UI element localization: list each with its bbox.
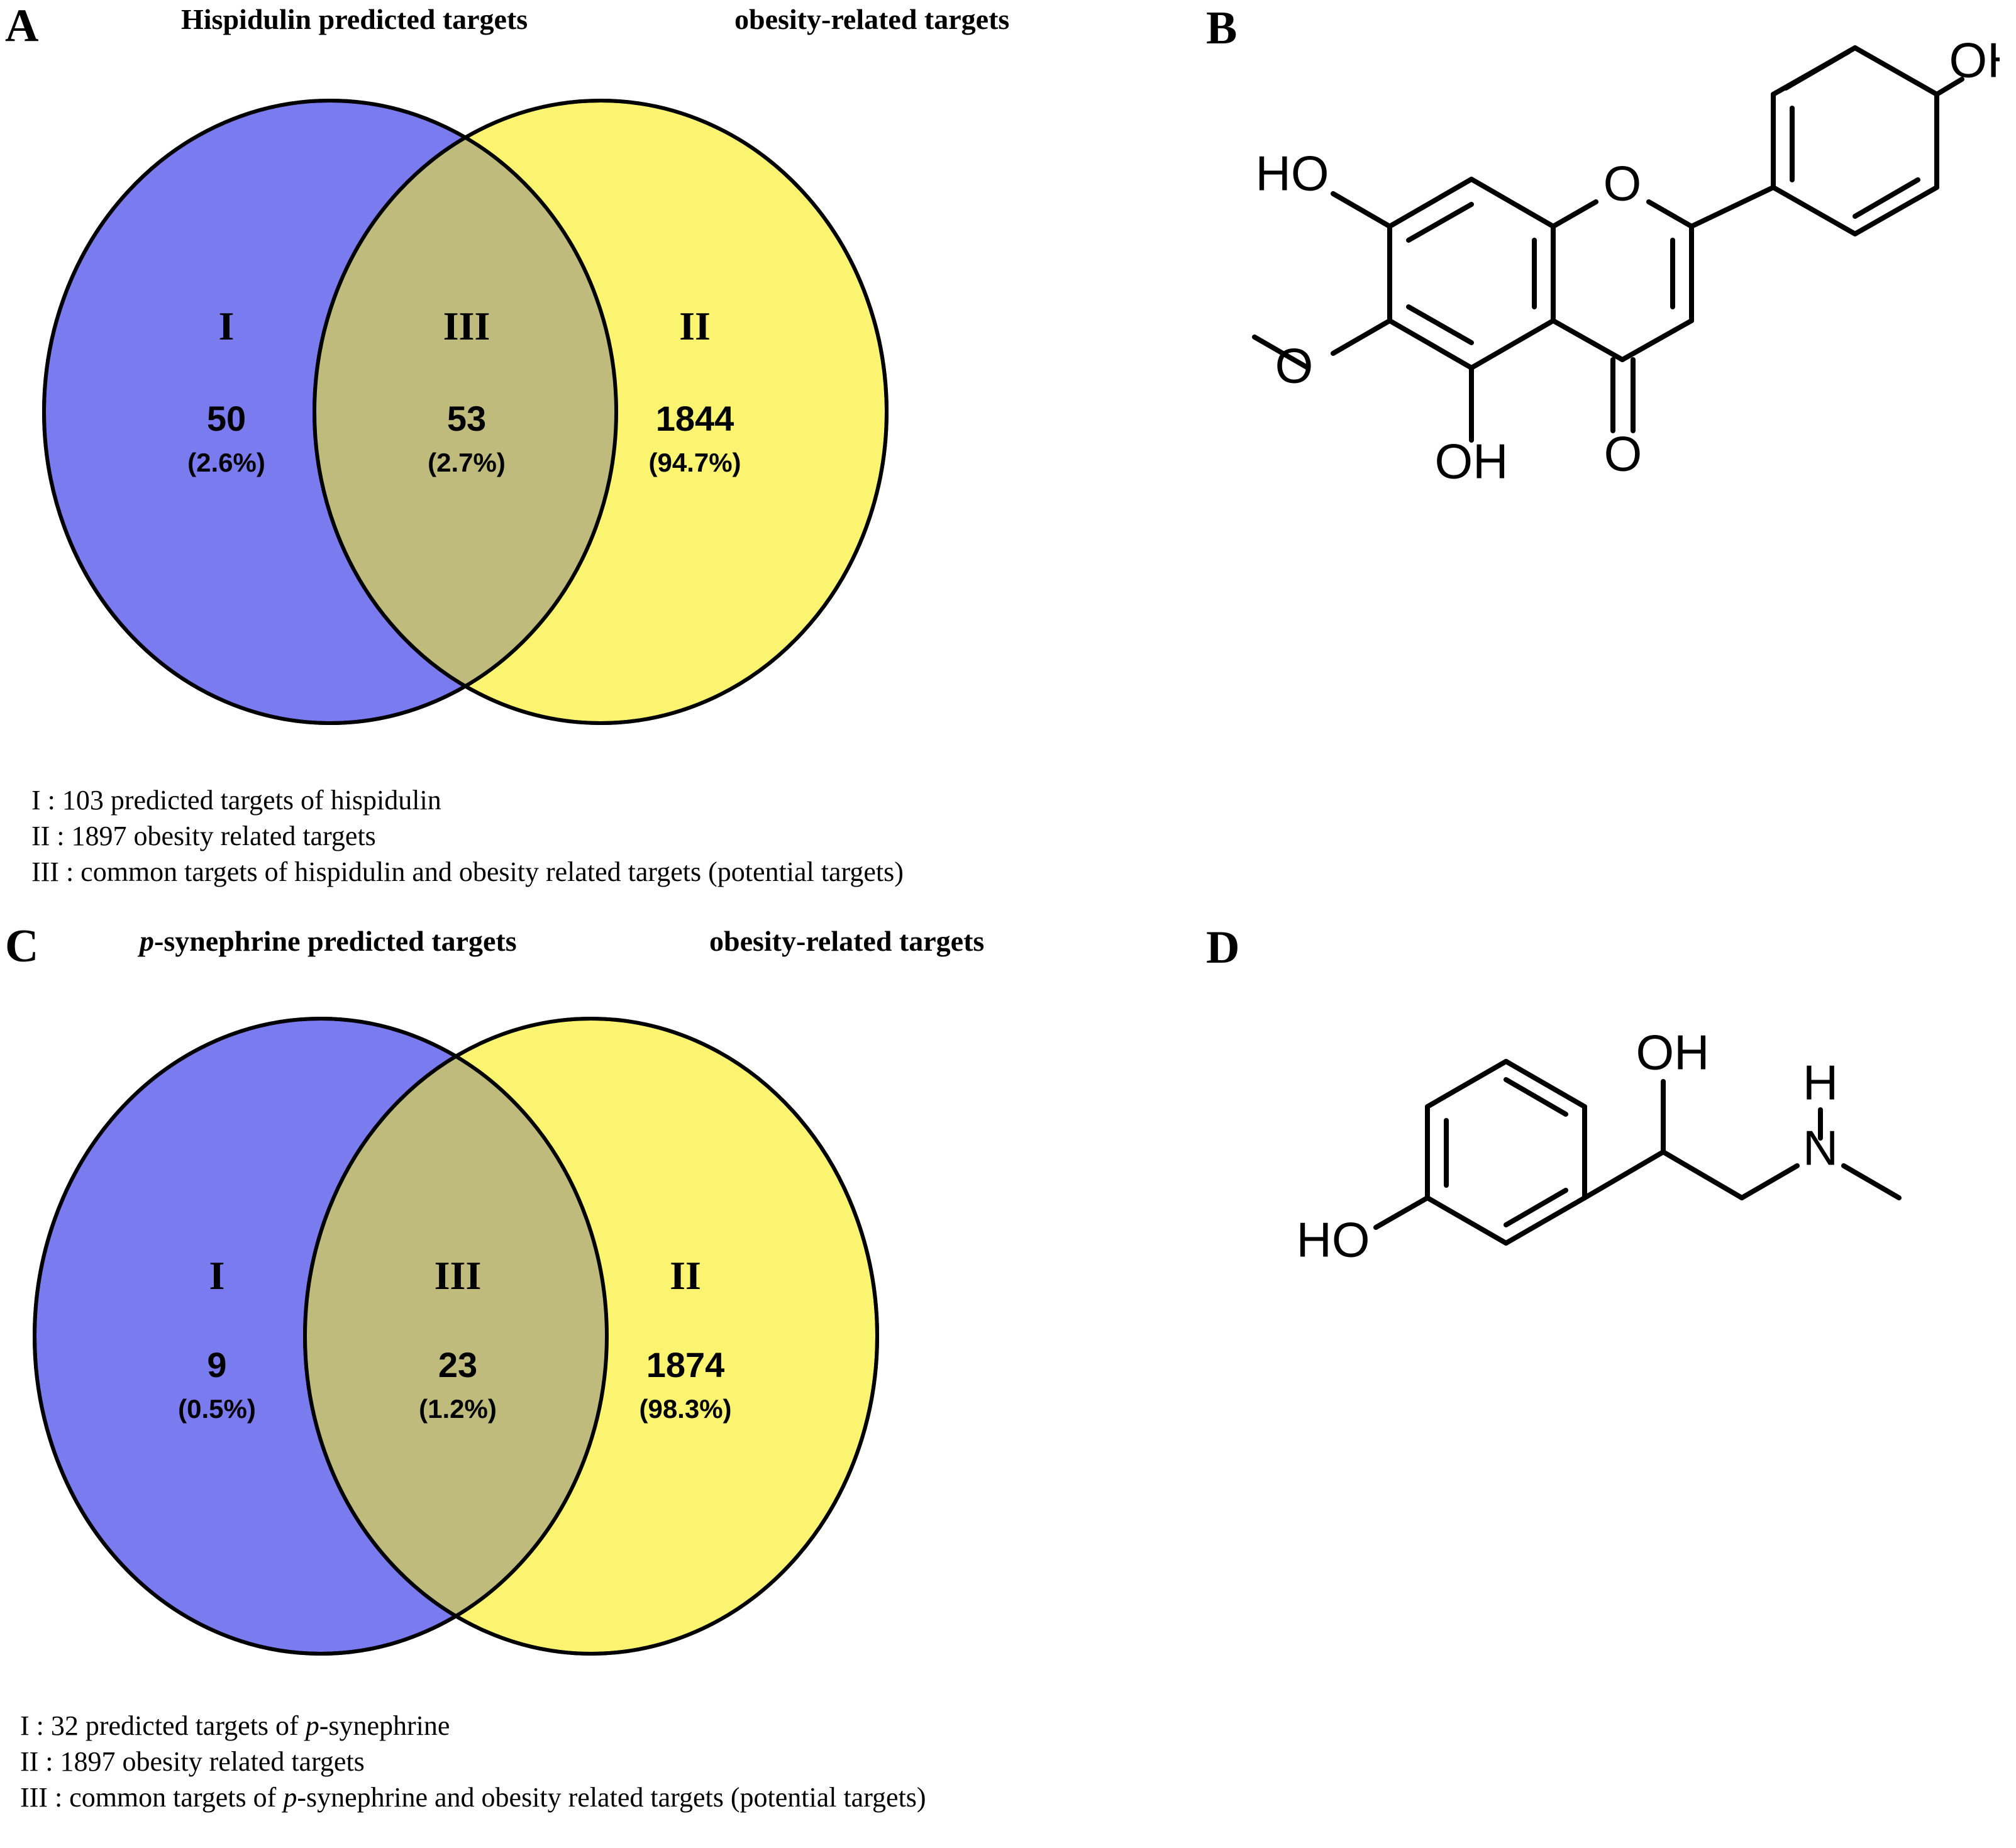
venn-c-set-ii-percent: (98.3%) [639,1394,731,1424]
venn-diagram-a: I 50 (2.6%) III 53 (2.7%) II 1844 (94.7%… [19,88,931,736]
panel-c-legend-line-1-italic: p [305,1710,319,1741]
venn-a-set-i-count: 50 [207,399,246,438]
venn-a-intersection-count: 53 [447,399,486,438]
panel-c-legend-line-2-prefix: II : 1897 obesity related targets [20,1746,365,1778]
venn-c-set-ii-roman: II [670,1253,701,1298]
venn-c-svg: I 9 (0.5%) III 23 (1.2%) II 1874 (98.3%) [33,1017,879,1656]
panel-a-legend-line-1: I : 103 predicted targets of hispidulin [31,785,441,816]
panel-c-left-header: p-synephrine predicted targets [140,927,517,956]
venn-c-set-i-roman: I [209,1253,225,1298]
hispidulin-7-hydroxyl-label: HO [1256,146,1329,201]
hispidulin-structure: HO O O OH O OH [1220,38,2000,490]
panel-c-left-header-rest: -synephrine predicted targets [154,925,517,957]
venn-a-svg: I 50 (2.6%) III 53 (2.7%) II 1844 (94.7%… [42,99,889,725]
synephrine-amine-hydrogen-label: H [1803,1055,1838,1110]
venn-c-set-ii-count: 1874 [646,1345,725,1385]
venn-c-set-ii-outline [303,1017,879,1656]
venn-a-intersection-percent: (2.7%) [428,448,506,477]
venn-a-set-i-percent: (2.6%) [187,448,265,477]
panel-a-letter: A [5,0,39,52]
p-synephrine-structure-svg: OH H N HO [1297,1025,1902,1268]
panel-c-legend: I : 32 predicted targets of p-synephrine… [20,1708,926,1816]
venn-c-set-i-count: 9 [207,1345,226,1385]
hispidulin-6-methoxy-oxygen-label: O [1275,338,1314,394]
venn-c-intersection-percent: (1.2%) [419,1394,497,1424]
panel-b-letter: B [1206,3,1238,54]
panel-c-right-header: obesity-related targets [709,925,985,957]
panel-c-legend-line-2: II : 1897 obesity related targets [20,1744,926,1779]
synephrine-hydroxyl-label: OH [1636,1025,1710,1080]
hispidulin-5-hydroxyl-label: OH [1435,434,1509,489]
venn-a-intersection-region [314,101,616,723]
venn-a-set-ii-roman: II [679,304,711,348]
panel-c-legend-line-1-prefix: I : 32 predicted targets of [20,1710,306,1741]
synephrine-phenol-hydroxyl-label: HO [1297,1212,1370,1268]
venn-c-intersection-region [305,1019,607,1654]
panel-c-left-header-italic: p [140,925,154,957]
venn-c-set-i-outline [33,1017,609,1656]
panel-a-legend-line-2: II : 1897 obesity related targets [31,821,376,852]
panel-c-letter: C [5,921,39,972]
hispidulin-structure-svg: HO O O OH O OH [1252,38,2000,489]
p-synephrine-structure: OH H N HO [1270,981,1962,1434]
venn-a-intersection-roman: III [443,304,490,348]
panel-d-letter: D [1206,922,1240,973]
venn-a-set-i-outline [42,99,618,725]
hispidulin-pyran-oxygen-label: O [1603,156,1642,211]
panel-c-legend-line-3: III : common targets of p-synephrine and… [20,1779,926,1815]
venn-a-set-ii-percent: (94.7%) [648,448,741,477]
panel-a-legend: I : 103 predicted targets of hispidulin … [31,782,904,890]
venn-c-intersection-roman: III [435,1253,482,1298]
panel-c-legend-line-1: I : 32 predicted targets of p-synephrine [20,1708,926,1744]
venn-a-set-ii-count: 1844 [656,399,734,438]
panel-a-left-header: Hispidulin predicted targets [181,3,528,35]
venn-c-set-i-percent: (0.5%) [178,1394,256,1424]
hispidulin-4prime-hydroxyl-label: OH [1949,38,2000,88]
panel-c-legend-line-1-suffix: -synephrine [319,1710,450,1741]
synephrine-nitrogen-label: N [1803,1120,1838,1176]
venn-c-intersection-count: 23 [438,1345,477,1385]
panel-a-legend-line-3: III : common targets of hispidulin and o… [31,856,904,888]
panel-c-legend-line-3-italic: p [283,1782,297,1813]
panel-c-legend-line-3-suffix: -synephrine and obesity related targets … [297,1782,926,1813]
venn-a-set-i-roman: I [219,304,235,348]
panel-c-legend-line-3-prefix: III : common targets of [20,1782,284,1813]
venn-a-set-ii-outline [313,99,889,725]
venn-diagram-c: I 9 (0.5%) III 23 (1.2%) II 1874 (98.3%) [13,1006,924,1666]
hispidulin-ketone-oxygen-label: O [1604,426,1642,482]
panel-a-right-header: obesity-related targets [734,3,1010,35]
